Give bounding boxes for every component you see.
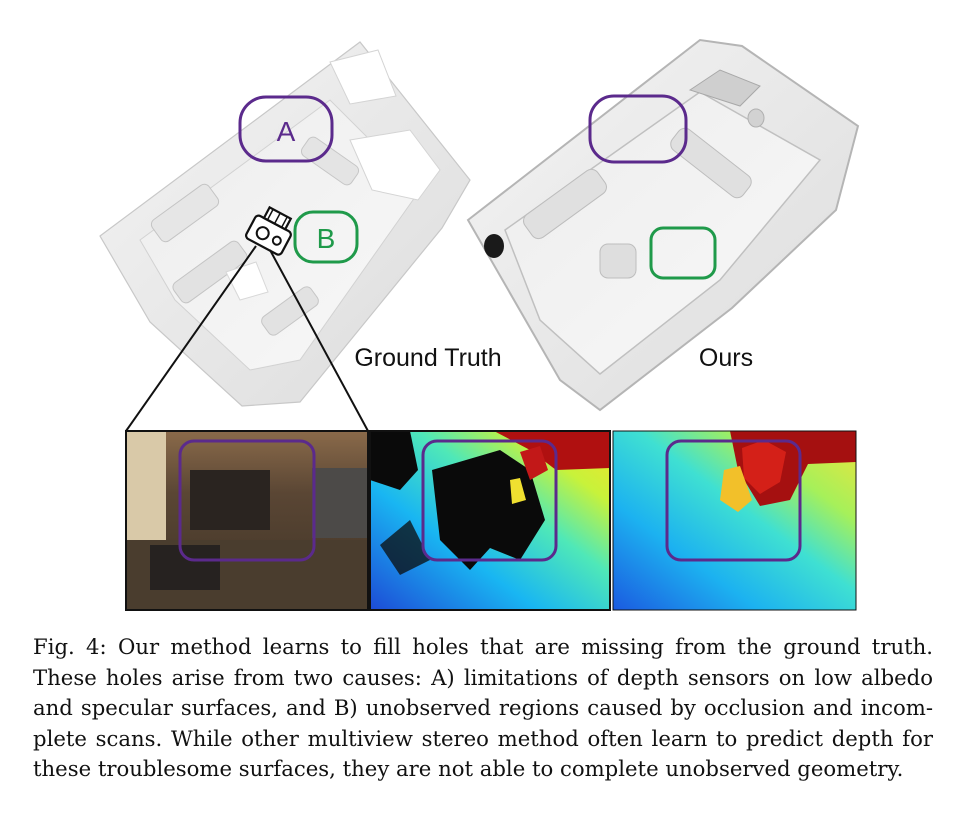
caption-line: These holes arise from two causes: A) li…: [33, 664, 933, 690]
frustum-left-line: [125, 245, 257, 432]
rgb-image-panel: [125, 430, 369, 611]
caption-line: plete scans. While other multiview stere…: [33, 725, 933, 751]
ground-truth-depth-panel: [369, 430, 611, 611]
region-a-label: A: [277, 116, 296, 147]
caption-line: and specular surfaces, and B) unobserved…: [33, 695, 933, 720]
ours-depth-focus-box: [665, 439, 802, 562]
region-b-label: B: [317, 223, 336, 254]
region-a-box: [238, 95, 334, 163]
ours-label: Ours: [699, 344, 753, 372]
rgb-focus-box: [178, 439, 316, 562]
ground-truth-label: Ground Truth: [354, 344, 501, 372]
region-b-box: [293, 210, 359, 264]
caption-line: Fig. 4: Our method learns to fill holes …: [33, 634, 933, 659]
frustum-right-line: [269, 249, 369, 432]
caption-line: these troublesome surfaces, they are not…: [33, 756, 904, 781]
ours-depth-panel: [612, 430, 857, 611]
ours-region-a-box: [588, 94, 688, 164]
figure-graphic: A B Ground Truth Ours: [99, 38, 860, 611]
gt-depth-focus-box: [421, 439, 558, 562]
ours-region-b-box: [649, 226, 717, 280]
figure-caption: Fig. 4: Our method learns to fill holes …: [33, 632, 933, 785]
ours-mesh: [466, 38, 860, 412]
camera-icon: [245, 205, 293, 256]
